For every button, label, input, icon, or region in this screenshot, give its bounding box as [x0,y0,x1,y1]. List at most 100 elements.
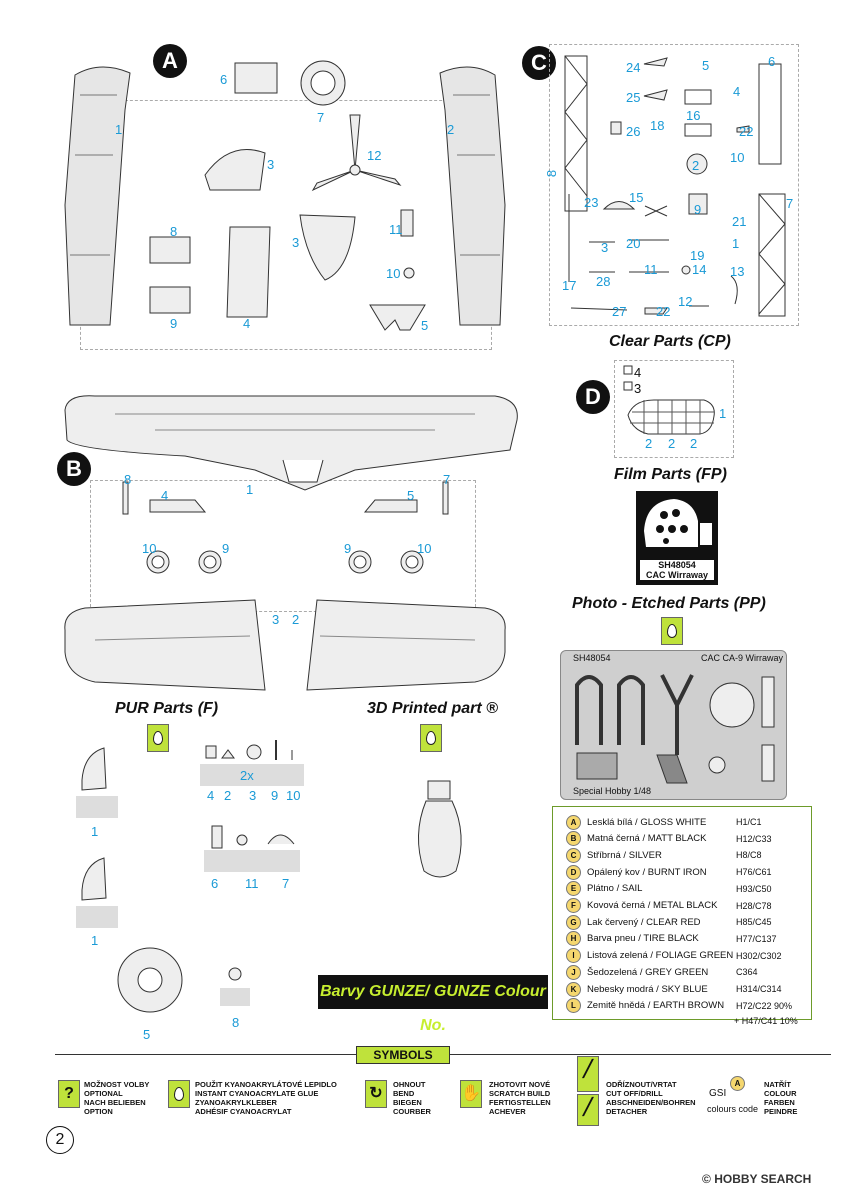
colour-badge: L [566,998,581,1014]
colour-code: H302/C302 [736,950,782,961]
sprue-a-part-3-lower: 3 [292,235,300,250]
sprue-c-part-3: 3 [601,240,609,255]
pur-parts-title: PUR Parts (F) [115,700,219,717]
sprue-c-frame [549,44,799,326]
sprue-a-badge: A [153,44,187,78]
pur-row1-2: 2 [224,788,232,803]
colour-badge: F [566,898,581,913]
sprue-c-part-28: 28 [596,274,611,289]
colour-row: H Barva pneu / TIRE BLACK H77/C137 [552,931,810,947]
sprue-c-part-24: 24 [626,60,641,75]
colour-name: Stříbrná / SILVER [587,849,662,861]
clear-parts-title: Clear Parts (CP) [609,333,731,350]
printed-part-drawing [417,780,462,878]
sprue-c-part-2: 2 [692,158,700,173]
sprue-a-part-10: 10 [386,266,401,281]
film-sheet: SH48054 CAC Wirraway [636,491,718,585]
clear-part-2-a: 2 [645,436,653,451]
sprue-a-part-3-upper: 3 [267,157,275,172]
colour-badge: J [566,964,581,980]
film-parts-title: Film Parts (FP) [614,466,727,483]
colour-row: E Plátno / SAIL H93/C50 [552,881,810,897]
colour-extra: + H47/C41 10% [734,1016,798,1026]
colour-name: Plátno / SAIL [587,883,643,895]
sprue-d-badge: D [576,380,610,414]
watermark-text: HOBBY SEARCH [714,1172,812,1186]
clear-part-2-b: 2 [668,436,676,451]
sprue-c-part-23: 23 [584,195,599,210]
pe-parts-title: Photo - Etched Parts (PP) [572,595,766,612]
colour-name: Barva pneu / TIRE BLACK [587,933,699,945]
colour-name: Kovová černá / METAL BLACK [587,900,718,911]
pur-row2-11: 11 [245,876,259,891]
sprue-a-part-4: 4 [243,316,251,331]
pur-row1-9: 9 [271,788,279,803]
sprue-b-part-1: 1 [246,482,254,497]
colour-code: H77/C137 [736,933,777,944]
watermark-icon: © [702,1172,711,1186]
pur-part-1-a: 1 [91,824,99,839]
sprue-a-part-9: 9 [170,316,178,331]
sprue-d-frame [614,360,734,458]
sprue-a-part-6: 6 [220,72,228,87]
colour-code: C364 [736,967,758,978]
sprue-a-drawing [64,60,506,331]
pur-glue-icon [147,724,169,752]
sprue-c-part-6: 6 [768,54,776,69]
colour-badge: H [566,931,581,947]
sprue-c-part-1: 1 [732,236,740,251]
pur-row2-6: 6 [211,876,219,891]
film-code: SH48054 [640,560,714,570]
scratch-build-icon: ✋ [460,1080,482,1108]
sprue-b-badge: B [57,452,91,486]
sprue-b-part-2: 2 [292,612,300,627]
sprue-c-part-12: 12 [678,294,693,309]
colour-badge: A [566,814,581,830]
sprue-c-part-15: 15 [629,190,644,205]
sprue-c-part-7: 7 [786,196,794,211]
colour-code: H93/C50 [736,883,772,894]
sprue-c-part-14: 14 [692,262,707,277]
sprue-b-drawing [64,395,518,691]
sprue-c-part-4: 4 [733,84,741,99]
sprue-c-part-8: 8 [544,169,560,178]
sprue-c-part-11: 11 [644,262,658,277]
colour-code: H28/C78 [736,900,772,911]
pe-code: SH48054 [573,653,611,663]
colour-code: H1/C1 [736,817,762,827]
pur-row2-7: 7 [282,876,290,891]
sprue-c-part-17: 17 [562,278,577,293]
optional-icon: ? [58,1080,80,1108]
drill-icon: ╱ [577,1094,599,1126]
colour-badge: I [566,948,581,964]
pur-part-8: 8 [232,1015,240,1030]
cut-off-icon: ╱ [577,1056,599,1092]
pur-twox: 2x [240,768,254,783]
sprue-b-part-10-left: 10 [142,541,157,556]
pur-drawing [76,740,304,1013]
sprue-c-part-9: 9 [694,202,702,217]
bend-icon: ↻ [365,1080,387,1108]
sprue-b-part-9-left: 9 [222,541,230,556]
sprue-c-part-26: 26 [626,124,641,139]
printed-part-title: 3D Printed part ® [367,700,498,717]
colour-badge: K [566,981,581,997]
sprue-b-part-3: 3 [272,612,280,627]
colour-code: H72/C22 90% [736,1000,793,1011]
sprue-a-part-2: 2 [447,122,455,137]
colour-badge: E [566,881,581,897]
sprue-c-part-22-upper: 22 [739,124,754,139]
colour-badge: G [566,914,581,930]
colour-name: Lak červený / CLEAR RED [587,916,701,928]
pur-row1-4: 4 [207,788,215,803]
colour-name: Šedozelená / GREY GREEN [587,966,709,978]
sprue-c-part-16: 16 [686,108,701,123]
sprue-a-part-8: 8 [170,224,178,239]
sprue-b-part-4: 4 [161,488,169,503]
